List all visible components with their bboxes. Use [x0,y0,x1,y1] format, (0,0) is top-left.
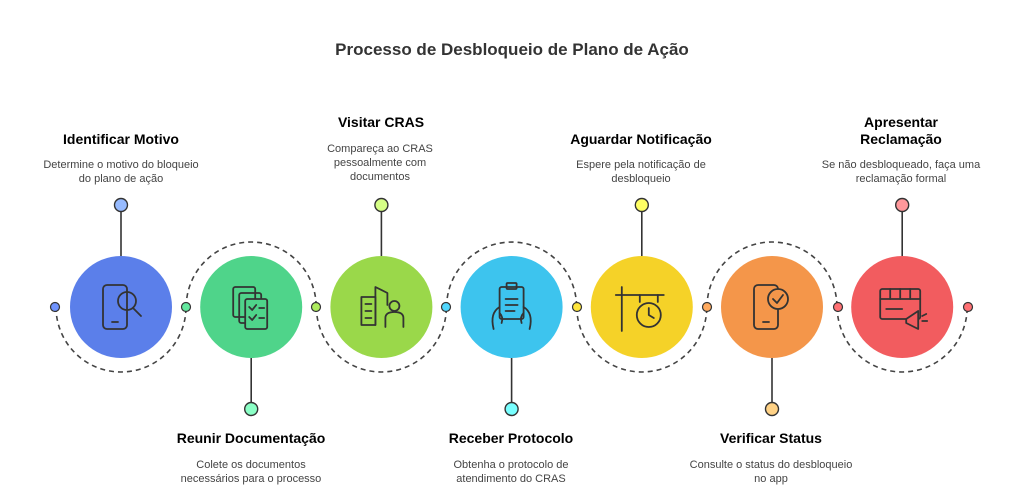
junction-dot [832,301,844,313]
dashed-arc [445,241,578,308]
step-desc-apresentar-reclamacao: Se não desbloqueado, faça uma reclamação… [821,159,981,185]
dashed-arc [706,241,838,308]
junction-dot [49,301,61,313]
step-desc-identificar-motivo: Determine o motivo do bloqueio do plano … [43,159,199,185]
clipboard-hands-icon [491,282,532,330]
step-circle [460,256,563,358]
step-title-receber-protocolo: Receber Protocolo [448,430,574,446]
connector-dot [243,401,259,417]
step-title-visitar-cras: Visitar CRAS [337,114,425,130]
step-desc-verificar-status: Consulte o status do desbloqueio no app [689,459,853,485]
connector-dot [764,401,780,417]
connector-dot [895,197,910,213]
phone-search-icon [102,284,142,330]
step-title-apresentar-reclamacao: Apresentar Reclamação [860,114,942,147]
junction-dot [571,301,583,313]
step-desc-reunir-documentacao: Colete os documentos necessários para o … [180,459,322,485]
step-title-verificar-status: Verificar Status [720,430,822,446]
connector-dot [374,197,389,213]
junction-dot [310,301,322,313]
diagram-title: Processo de Desbloqueio de Plano de Ação [335,40,689,59]
dashed-arc [185,241,317,308]
step-title-aguardar-notificacao: Aguardar Notificação [570,131,712,147]
signpost-clock-icon [614,286,665,332]
step-desc-receber-protocolo: Obtenha o protocolo de atendimento do CR… [453,459,569,485]
connector-dot [634,197,649,213]
junction-dot [962,301,974,313]
step-circle [590,256,693,358]
junction-dot [180,301,192,313]
building-person-icon [360,286,405,328]
step-title-reunir-documentacao: Reunir Documentação [176,430,326,446]
junction-dot [701,301,713,313]
dashed-arc [315,306,448,373]
dashed-arc [576,306,708,373]
step-title-identificar-motivo: Identificar Motivo [63,131,179,147]
megaphone-board-icon [879,288,929,330]
dashed-arc [836,306,968,373]
phone-check-icon [753,284,789,330]
step-desc-visitar-cras: Compareça ao CRAS pessoalmente com docum… [327,143,433,183]
junction-dot [440,301,452,313]
connector-dot [113,197,129,213]
dashed-arc [55,306,187,373]
step-desc-aguardar-notificacao: Espere pela notificação de desbloqueio [576,159,706,185]
documents-checklist-icon [232,286,269,330]
connector-dot [504,401,519,417]
step-circle [330,256,433,358]
step-circle [851,256,954,358]
